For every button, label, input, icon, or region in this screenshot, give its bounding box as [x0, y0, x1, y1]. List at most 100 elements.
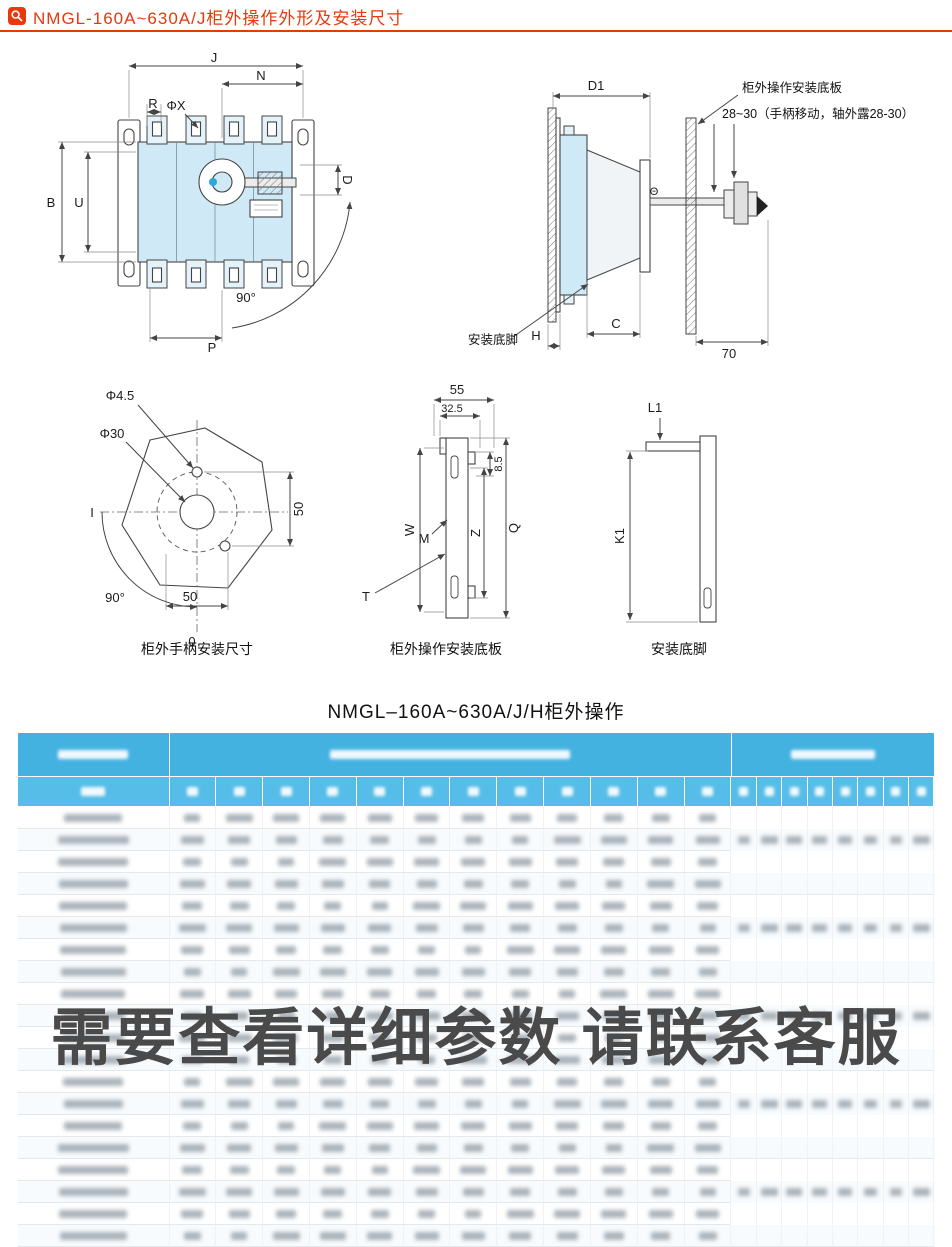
- blurred-text: [467, 787, 479, 796]
- blurred-text: [418, 945, 436, 954]
- blurred-text: [183, 967, 201, 976]
- cell-dim: [356, 1181, 404, 1203]
- blurred-text: [414, 1121, 440, 1130]
- cell-plate: [832, 1137, 859, 1159]
- foot-dimensions: [626, 418, 698, 623]
- blurred-text: [465, 1209, 482, 1218]
- blurred-text: [760, 1099, 778, 1108]
- front-view: J N R ΦX B U D P 90°: [47, 50, 355, 355]
- cell-plate: [756, 1071, 783, 1093]
- cell-dim: [356, 1071, 404, 1093]
- blurred-text: [737, 923, 750, 932]
- cell-dim: [169, 939, 217, 961]
- blurred-text: [414, 1231, 439, 1240]
- blurred-text: [561, 787, 573, 796]
- cell-dim: [169, 1093, 217, 1115]
- blurred-text: [370, 1099, 390, 1108]
- cell-dim: [356, 851, 404, 873]
- cell-plate: [731, 1093, 757, 1115]
- blurred-text: [694, 1143, 721, 1152]
- cell-dim: [637, 1203, 685, 1225]
- cell-plate: [858, 1181, 884, 1203]
- blurred-text: [786, 1187, 803, 1196]
- label-plate-callout: 柜外操作安装底板: [742, 80, 843, 95]
- table-row: [17, 939, 935, 961]
- blurred-text: [320, 1187, 345, 1196]
- cell-dim: [544, 807, 591, 829]
- cell-plate: [807, 1049, 833, 1071]
- cell-plate: [858, 873, 884, 895]
- blurred-text: [556, 967, 578, 976]
- blurred-text: [789, 787, 799, 796]
- cell-plate: [731, 983, 757, 1005]
- cell-dim: [403, 1115, 451, 1137]
- cell-dim: [263, 1071, 310, 1093]
- cell-dim: [403, 983, 451, 1005]
- cell-dim: [309, 1049, 357, 1071]
- watermark-text: 需要查看详细参数 请联系客服: [50, 1004, 902, 1073]
- cell-plate: [909, 1181, 935, 1203]
- cell-dim: [309, 829, 357, 851]
- header-col-dim: [403, 777, 451, 807]
- cell-plate: [782, 1027, 808, 1049]
- blurred-text: [699, 923, 716, 932]
- blurred-text: [366, 1011, 394, 1020]
- blurred-text: [647, 1143, 675, 1152]
- cell-dim: [544, 961, 591, 983]
- cell-plate: [782, 961, 808, 983]
- cell-dim: [309, 1093, 357, 1115]
- blurred-text: [916, 787, 926, 796]
- dim-label-m: M: [419, 531, 430, 546]
- cell-dim: [169, 1115, 217, 1137]
- blurred-text: [371, 1055, 389, 1064]
- cell-dim: [216, 1093, 264, 1115]
- front-dimensions: [58, 63, 353, 342]
- cell-plate: [858, 1137, 884, 1159]
- table-row: [17, 1159, 935, 1181]
- cell-dim: [637, 983, 685, 1005]
- blurred-text: [603, 857, 625, 866]
- cell-dim: [403, 917, 451, 939]
- blurred-text: [321, 879, 344, 888]
- blurred-text: [601, 945, 627, 954]
- blurred-text: [647, 879, 675, 888]
- cell-dim: [684, 807, 732, 829]
- cell-plate: [782, 1071, 808, 1093]
- cell-plate: [731, 1203, 757, 1225]
- blurred-text: [760, 923, 778, 932]
- cell-dim: [403, 1181, 451, 1203]
- dim-label-phi30: Φ30: [100, 426, 125, 441]
- blurred-text: [227, 989, 251, 998]
- dim-label-8-5: 8.5: [493, 456, 505, 471]
- blurred-text: [512, 835, 529, 844]
- cell-plate: [807, 1027, 833, 1049]
- header-col-dim: [637, 777, 685, 807]
- cell-dim: [169, 917, 217, 939]
- header-col-dim: [497, 777, 545, 807]
- cell-dim: [403, 939, 451, 961]
- cell-plate: [782, 1181, 808, 1203]
- blurred-text: [370, 835, 390, 844]
- cell-dim: [263, 1093, 310, 1115]
- cell-model: [17, 1027, 170, 1049]
- cell-dim: [544, 1049, 591, 1071]
- cell-dim: [216, 1137, 264, 1159]
- spec-table-header-cols: [17, 777, 935, 807]
- blurred-text: [415, 1077, 439, 1086]
- blurred-text: [507, 1055, 534, 1064]
- cell-plate: [883, 829, 910, 851]
- cell-plate: [756, 1027, 783, 1049]
- cell-dim: [403, 961, 451, 983]
- cell-dim: [263, 829, 310, 851]
- blurred-text: [231, 967, 248, 976]
- blurred-text: [230, 1011, 249, 1020]
- cell-dim: [263, 961, 310, 983]
- cell-plate: [756, 1115, 783, 1137]
- blurred-text: [181, 1209, 204, 1218]
- cell-dim: [544, 939, 591, 961]
- cell-plate: [756, 1203, 783, 1225]
- cell-dim: [263, 873, 310, 895]
- cell-dim: [684, 873, 732, 895]
- cell-plate: [782, 1093, 808, 1115]
- cell-dim: [684, 939, 732, 961]
